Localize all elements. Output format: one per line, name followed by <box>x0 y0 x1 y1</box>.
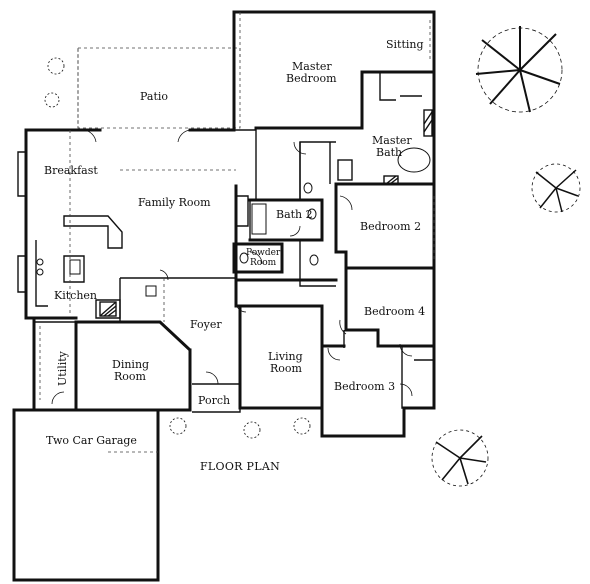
label-powder-room-line2: Room <box>250 258 277 268</box>
label-dining-room-line2: Room <box>114 370 147 383</box>
tree-large-top-right <box>475 26 563 113</box>
label-sitting: Sitting <box>386 38 424 51</box>
plan-title: FLOOR PLAN <box>200 460 280 473</box>
room-labels: Patio Master Bedroom Sitting Master Bath… <box>44 38 425 473</box>
patio-area <box>77 47 241 129</box>
label-master-bedroom-line1: Master <box>292 60 332 73</box>
label-kitchen: Kitchen <box>54 289 97 302</box>
label-family-room: Family Room <box>138 196 211 209</box>
door-swings <box>51 129 413 405</box>
label-bedroom-4: Bedroom 4 <box>364 305 425 318</box>
label-master-bath-line2: Bath <box>376 146 402 159</box>
tree-bottom-right <box>431 429 489 487</box>
interior-walls <box>17 70 436 409</box>
label-porch: Porch <box>198 394 230 407</box>
fixtures <box>36 109 433 317</box>
label-master-bath-line1: Master <box>372 134 412 147</box>
label-living-room-line1: Living <box>268 350 303 363</box>
label-foyer: Foyer <box>190 318 222 331</box>
label-living-room-line2: Room <box>270 362 303 375</box>
label-utility: Utility <box>56 350 69 386</box>
label-bedroom-3: Bedroom 3 <box>334 380 395 393</box>
label-patio: Patio <box>140 90 168 103</box>
label-powder-room-line1: Powder <box>246 248 281 258</box>
label-dining-room-line1: Dining <box>112 358 149 371</box>
label-master-bedroom-line2: Bedroom <box>286 72 337 85</box>
shrubs <box>44 57 311 439</box>
label-bath-2: Bath 2 <box>276 208 313 221</box>
tree-medium-right <box>531 163 581 213</box>
label-breakfast: Breakfast <box>44 164 98 177</box>
label-garage: Two Car Garage <box>46 434 137 447</box>
dashed-lines <box>69 12 435 453</box>
label-bedroom-2: Bedroom 2 <box>360 220 421 233</box>
